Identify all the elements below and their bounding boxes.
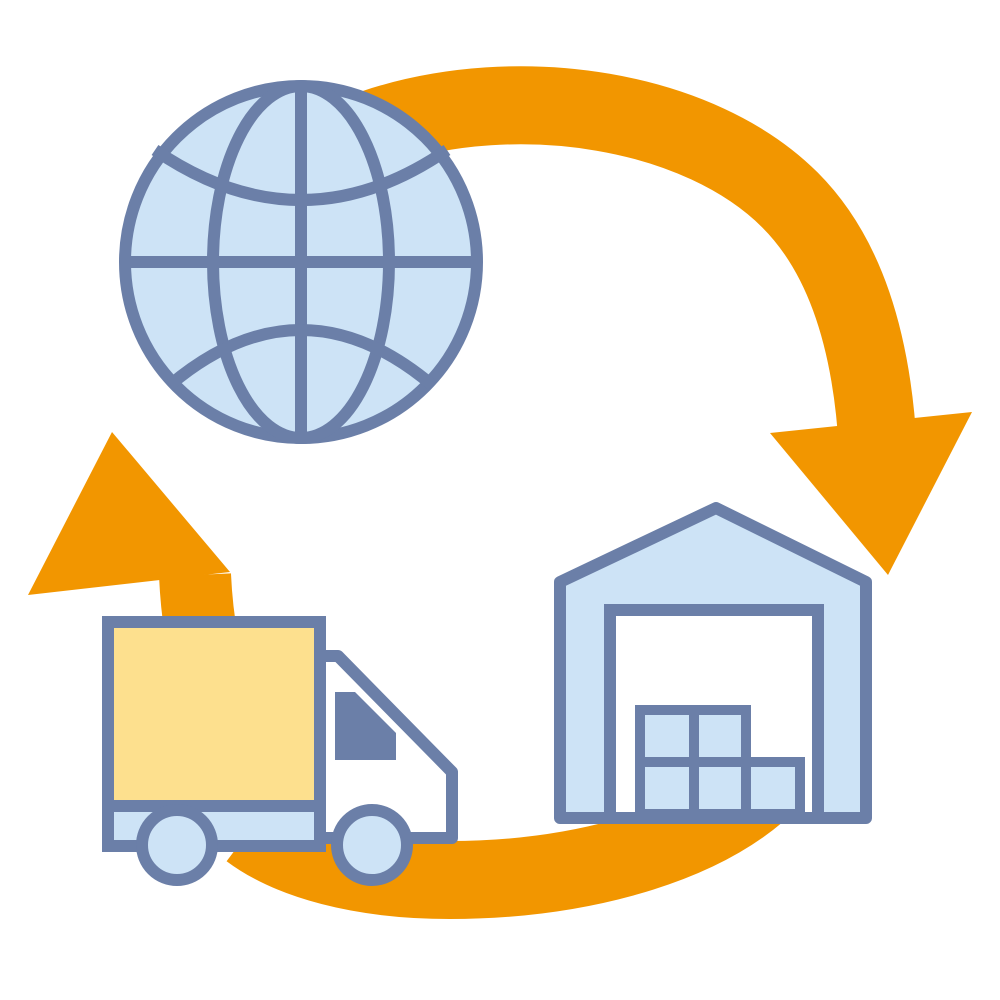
box <box>741 757 805 819</box>
box <box>635 705 699 767</box>
arrow-head-up <box>28 432 230 595</box>
truck-cargo-box <box>102 616 326 812</box>
globe-latitude-top <box>151 145 451 206</box>
globe-icon <box>119 80 483 444</box>
box <box>689 757 751 819</box>
box <box>635 757 699 819</box>
warehouse-boxes <box>635 705 805 819</box>
delivery-truck-icon <box>102 616 458 886</box>
warehouse-icon <box>554 502 872 824</box>
truck-wheel-front <box>331 804 413 886</box>
arrow-head-down <box>770 412 972 575</box>
globe-latitude-bottom <box>166 324 436 390</box>
truck-wheel-rear <box>136 804 218 886</box>
box <box>689 705 751 767</box>
arrow-arc-bottom <box>226 761 784 920</box>
truck-window <box>335 692 396 760</box>
arrow-arc-top <box>362 66 917 453</box>
